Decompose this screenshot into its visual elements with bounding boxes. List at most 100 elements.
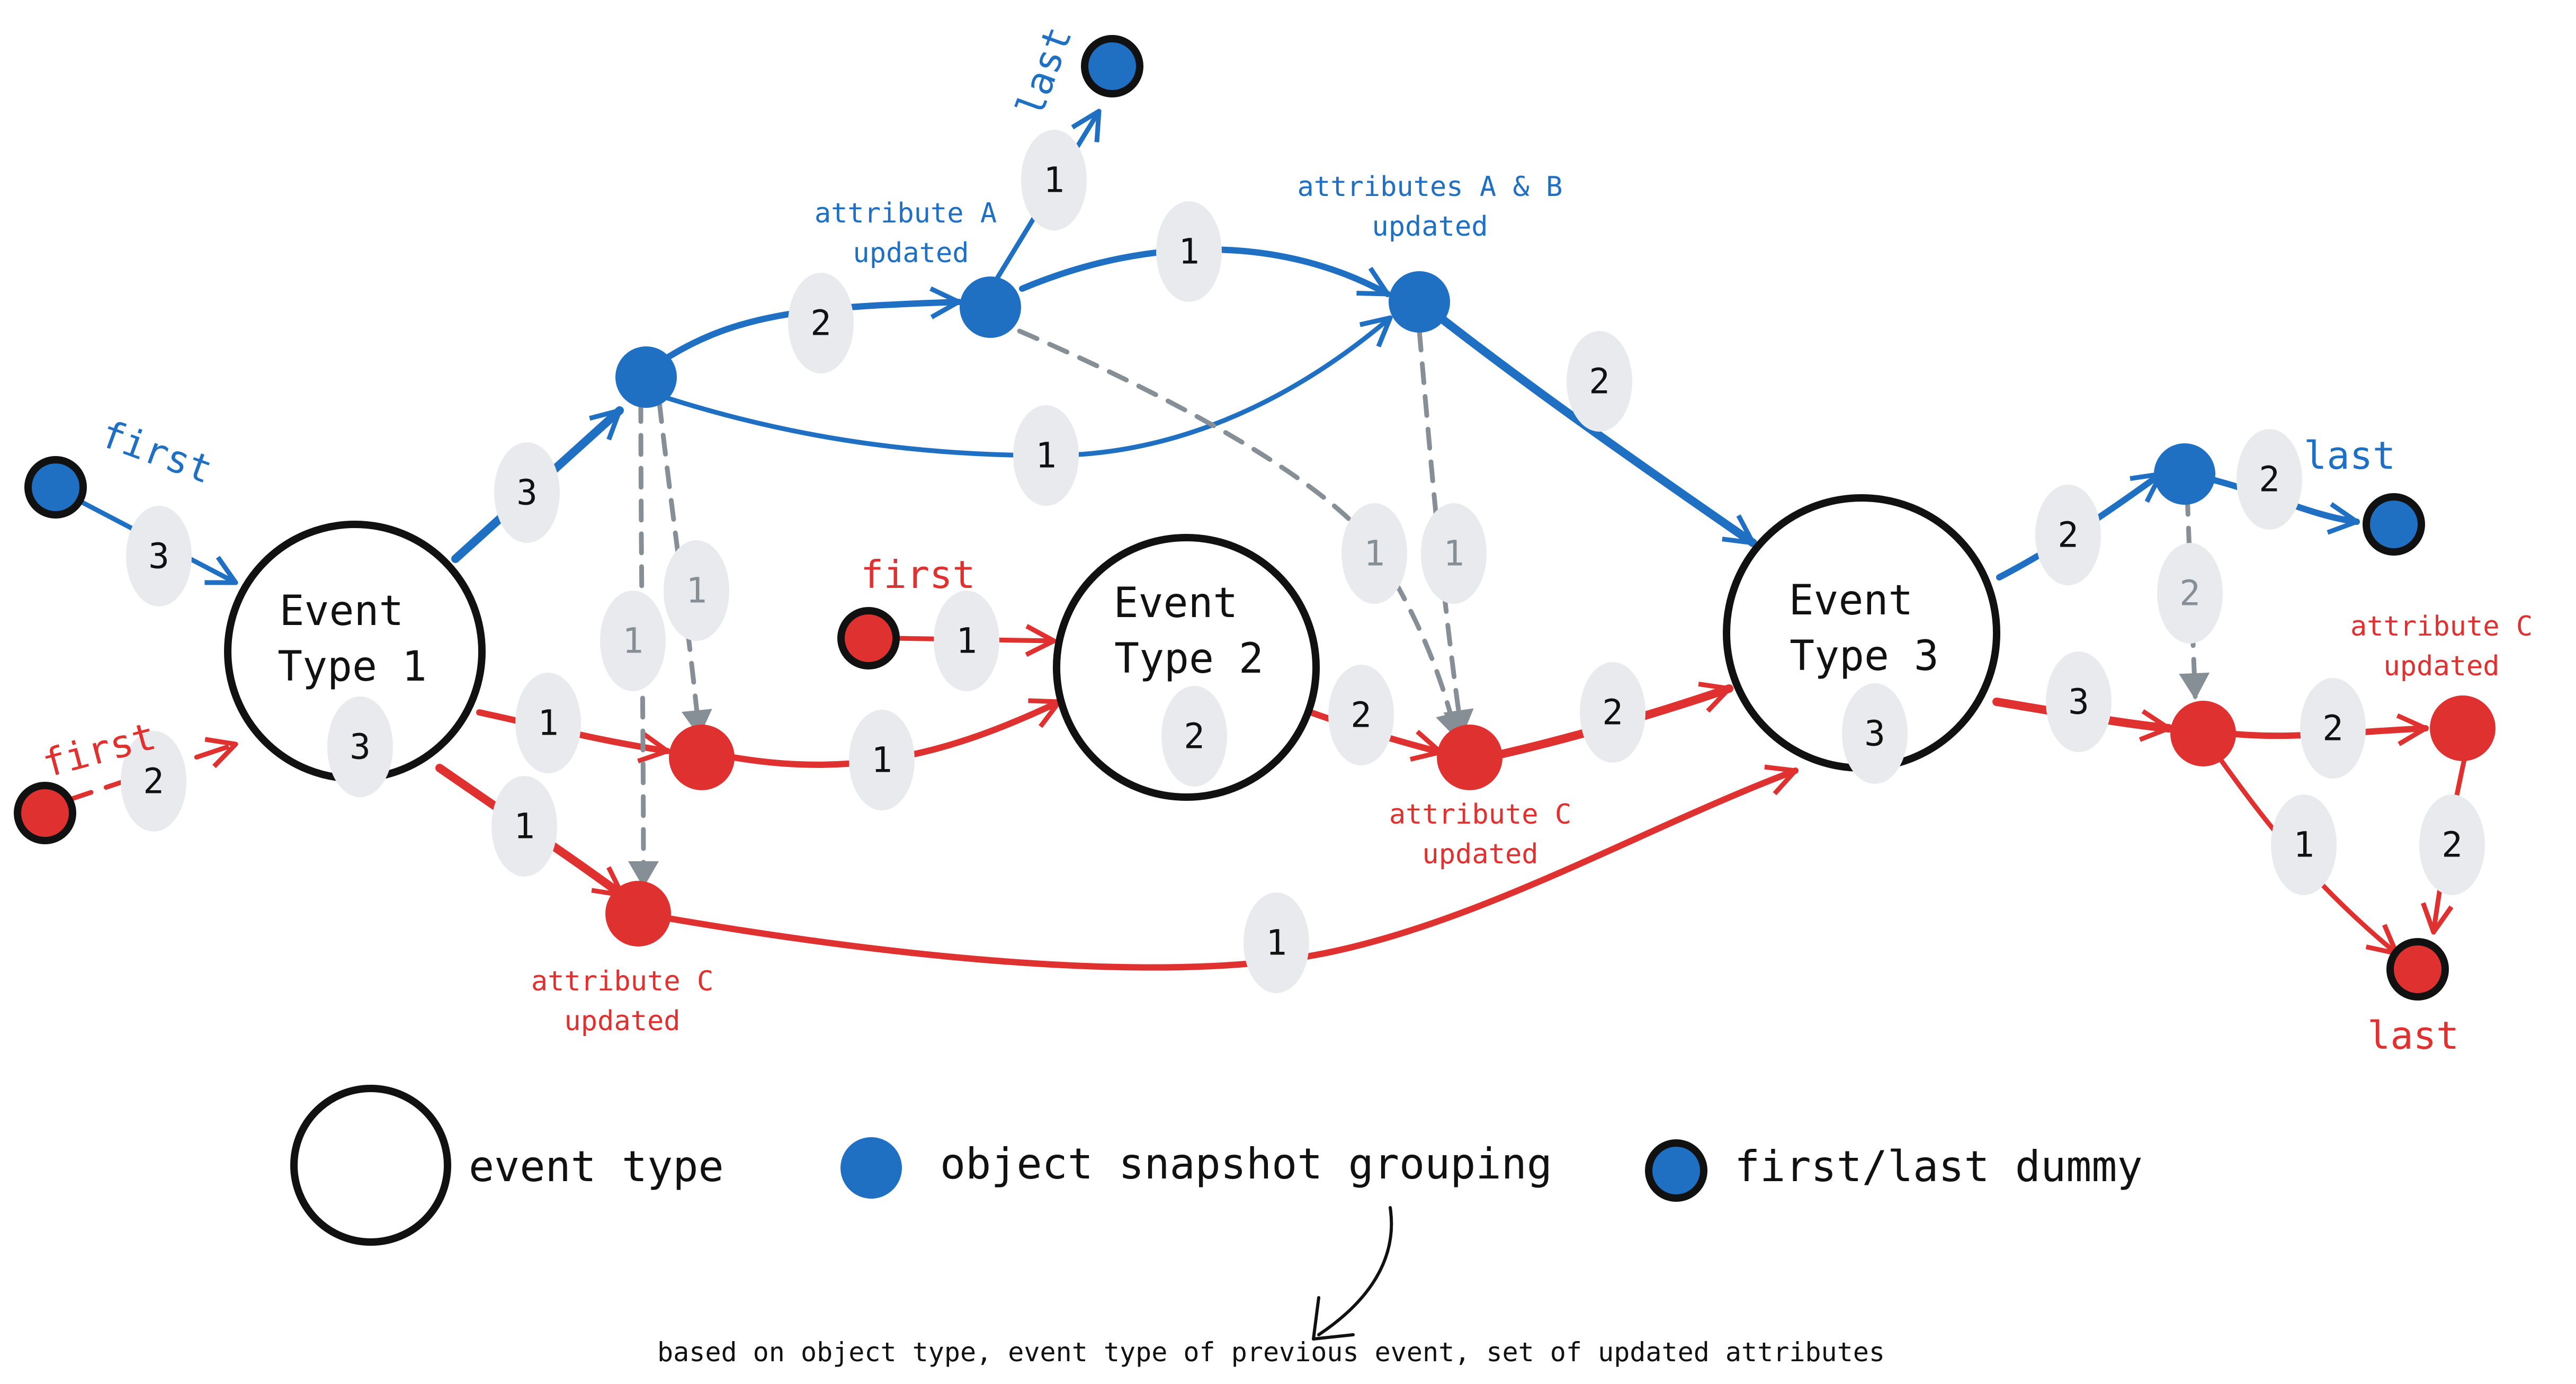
svg-text:Event: Event	[280, 587, 404, 635]
svg-text:1: 1	[1043, 160, 1065, 201]
edge-label: 1	[934, 591, 999, 691]
svg-text:1: 1	[1364, 533, 1385, 574]
edge-label: 1	[849, 710, 915, 810]
svg-text:Type 1: Type 1	[278, 643, 427, 691]
legend-note-arrowhead	[1312, 1296, 1355, 1341]
first-label-red: first	[861, 552, 976, 597]
edge-label: 2	[1567, 331, 1632, 432]
legend-grouping-symbol	[840, 1137, 902, 1199]
blue-group-node-attr-ab	[1389, 271, 1450, 333]
svg-text:1: 1	[1443, 533, 1464, 574]
edge-dash-bAB-to-r2	[1417, 328, 1474, 737]
attr-c-label: attribute C	[2350, 611, 2533, 642]
svg-text:1: 1	[622, 621, 643, 662]
svg-text:Type 3: Type 3	[1790, 632, 1939, 680]
red-group-node-attr-c	[1437, 725, 1502, 790]
svg-text:1: 1	[1035, 435, 1057, 476]
attr-ab-label: updated	[1372, 211, 1488, 243]
blue-group-node	[615, 346, 677, 408]
edge-label: 1	[2271, 794, 2337, 895]
legend: event type object snapshot grouping firs…	[290, 1085, 2143, 1368]
edge-label: 1	[1156, 201, 1222, 302]
blue-group-node	[2154, 443, 2215, 505]
svg-text:3: 3	[2068, 682, 2089, 722]
grouping-nodes	[605, 271, 2496, 947]
edge-label: 1	[1021, 130, 1087, 230]
svg-text:2: 2	[1184, 716, 1205, 757]
svg-text:1: 1	[1266, 923, 1287, 963]
edge-label: 2	[2300, 678, 2366, 779]
red-group-node-attr-c	[2430, 695, 2496, 761]
svg-text:1: 1	[2293, 825, 2314, 865]
svg-text:1: 1	[956, 621, 977, 662]
red-group-node	[2170, 701, 2236, 766]
edge-label: 2	[2237, 429, 2302, 530]
svg-text:3: 3	[148, 536, 169, 577]
svg-text:2: 2	[2179, 573, 2201, 614]
edge-label: 1	[600, 591, 666, 691]
attr-c-label: attribute C	[1389, 799, 1571, 831]
edge-label: 2	[1328, 665, 1394, 765]
edge-label: 2	[788, 273, 854, 373]
event-type-2: Event Type 2 2	[1053, 534, 1320, 801]
edge-label: 1	[1244, 892, 1309, 993]
svg-text:1: 1	[538, 703, 559, 744]
svg-text:2: 2	[2058, 515, 2079, 556]
edge-first-red-left-to-e1	[58, 737, 238, 805]
edge-rC-to-e3	[654, 764, 1799, 971]
edge-label: 1	[1341, 503, 1407, 604]
edge-label: 3	[2046, 651, 2112, 752]
edge-label: 3	[126, 506, 192, 606]
svg-text:2: 2	[810, 303, 831, 344]
svg-text:3: 3	[516, 472, 538, 513]
edge-label: 1	[664, 540, 729, 641]
last-dummy-blue	[2363, 493, 2425, 556]
edge-label: 3	[494, 442, 560, 543]
edge-label: 2	[121, 731, 186, 832]
last-label-blue: last	[2304, 433, 2395, 478]
legend-note-text: based on object type, event type of prev…	[657, 1337, 1885, 1368]
legend-event-type-text: event type	[469, 1142, 724, 1191]
first-label-blue: first	[95, 411, 218, 492]
svg-text:2: 2	[1589, 361, 1610, 402]
svg-text:2: 2	[1350, 695, 1372, 736]
legend-dummy-symbol	[1645, 1139, 1707, 1202]
first-dummy-blue	[24, 456, 87, 519]
svg-text:Event: Event	[1114, 579, 1238, 627]
edge-label: 2	[1580, 662, 1645, 763]
svg-text:3: 3	[350, 727, 371, 767]
svg-text:1: 1	[686, 570, 707, 611]
last-dummy-blue	[1081, 35, 1143, 97]
first-dummy-red	[14, 782, 76, 844]
svg-text:2: 2	[143, 761, 164, 802]
first-dummy-red	[837, 607, 900, 669]
svg-text:2: 2	[1602, 692, 1623, 733]
attr-c-label: updated	[564, 1005, 680, 1037]
edge-label: 1	[491, 776, 557, 877]
attr-c-label: updated	[1422, 838, 1538, 870]
edge-label: 1	[1421, 503, 1487, 604]
dummy-nodes	[14, 35, 2449, 1001]
svg-text:Type 2: Type 2	[1114, 635, 1264, 683]
attr-c-label: attribute C	[531, 966, 713, 997]
svg-text:1: 1	[1178, 231, 1200, 272]
svg-text:2: 2	[2259, 459, 2280, 500]
attr-a-label: updated	[853, 237, 969, 269]
svg-text:3: 3	[1864, 713, 1885, 754]
last-label-blue: last	[1007, 21, 1080, 122]
edge-label: 2	[2419, 794, 2485, 895]
edge-b1-to-bA	[648, 286, 962, 371]
last-dummy-red	[2386, 938, 2449, 1001]
attr-ab-label: attributes A & B	[1298, 171, 1563, 203]
svg-text:1: 1	[514, 806, 535, 847]
edge-count-labels: 3 2 3 2 1 1 1 2 2 2 1 1 1 1 2 2 1 3 2 1 …	[121, 130, 2485, 993]
event-type-3: Event Type 3 3	[1723, 494, 2000, 784]
red-group-node-attr-c	[605, 881, 671, 947]
svg-text:2: 2	[2441, 825, 2463, 865]
red-group-node	[669, 725, 735, 790]
edge-label: 1	[515, 673, 581, 773]
edge-label: 2	[2035, 485, 2101, 585]
blue-group-node-attr-a	[960, 276, 1021, 338]
edge-label: 2	[2157, 543, 2223, 644]
